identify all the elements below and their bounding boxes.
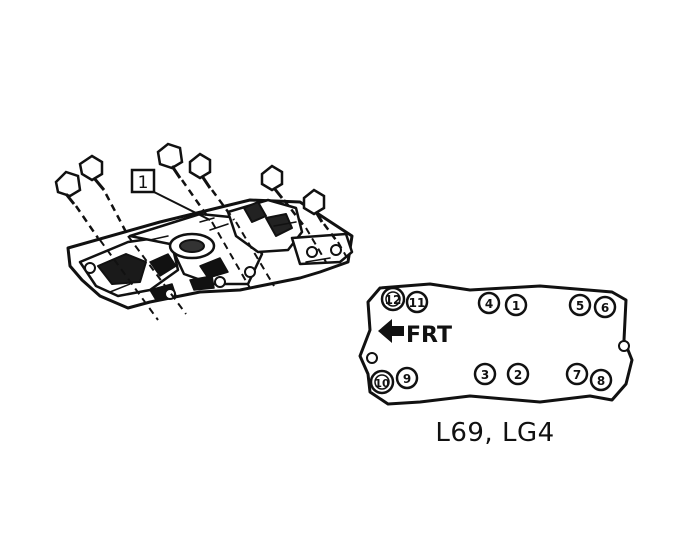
- seq-9: 9: [395, 366, 419, 390]
- seq-6: 6: [593, 295, 617, 319]
- tightening-sequence-diagram: FRT 12 11 4 1 5 6 10: [358, 282, 634, 406]
- seq-7: 7: [565, 362, 589, 386]
- bolt-3: [156, 142, 212, 221]
- intake-manifold: [66, 198, 354, 310]
- callout-1: 1: [130, 168, 211, 221]
- bolt-4: [188, 152, 236, 221]
- svg-text:3: 3: [481, 368, 489, 382]
- svg-text:12: 12: [385, 293, 402, 307]
- bolt-6: [302, 188, 337, 241]
- svg-text:8: 8: [597, 374, 605, 388]
- seq-5: 5: [568, 293, 592, 317]
- svg-text:11: 11: [409, 296, 426, 310]
- front-label: FRT: [406, 323, 452, 348]
- engine-codes-caption: L69, LG4: [435, 418, 555, 448]
- seq-12: 12: [380, 286, 406, 312]
- seq-2: 2: [506, 362, 530, 386]
- bolt-2: [78, 154, 128, 233]
- seq-8: 8: [589, 368, 613, 392]
- seq-11: 11: [405, 290, 429, 314]
- callout-label: 1: [138, 173, 149, 193]
- svg-text:7: 7: [573, 368, 581, 382]
- svg-text:10: 10: [374, 377, 390, 390]
- svg-text:2: 2: [514, 368, 522, 382]
- bolts: [54, 142, 347, 321]
- front-arrow-icon: [378, 319, 404, 343]
- seq-1: 1: [504, 293, 528, 317]
- svg-text:1: 1: [512, 299, 520, 313]
- seq-10: 10: [369, 369, 395, 395]
- svg-text:9: 9: [403, 372, 411, 386]
- svg-text:4: 4: [485, 297, 493, 311]
- svg-text:5: 5: [576, 299, 584, 313]
- svg-text:6: 6: [601, 301, 609, 315]
- bolt-1: [54, 170, 100, 239]
- bolt-5: [260, 164, 305, 227]
- seq-3: 3: [473, 362, 497, 386]
- seq-4: 4: [477, 291, 501, 315]
